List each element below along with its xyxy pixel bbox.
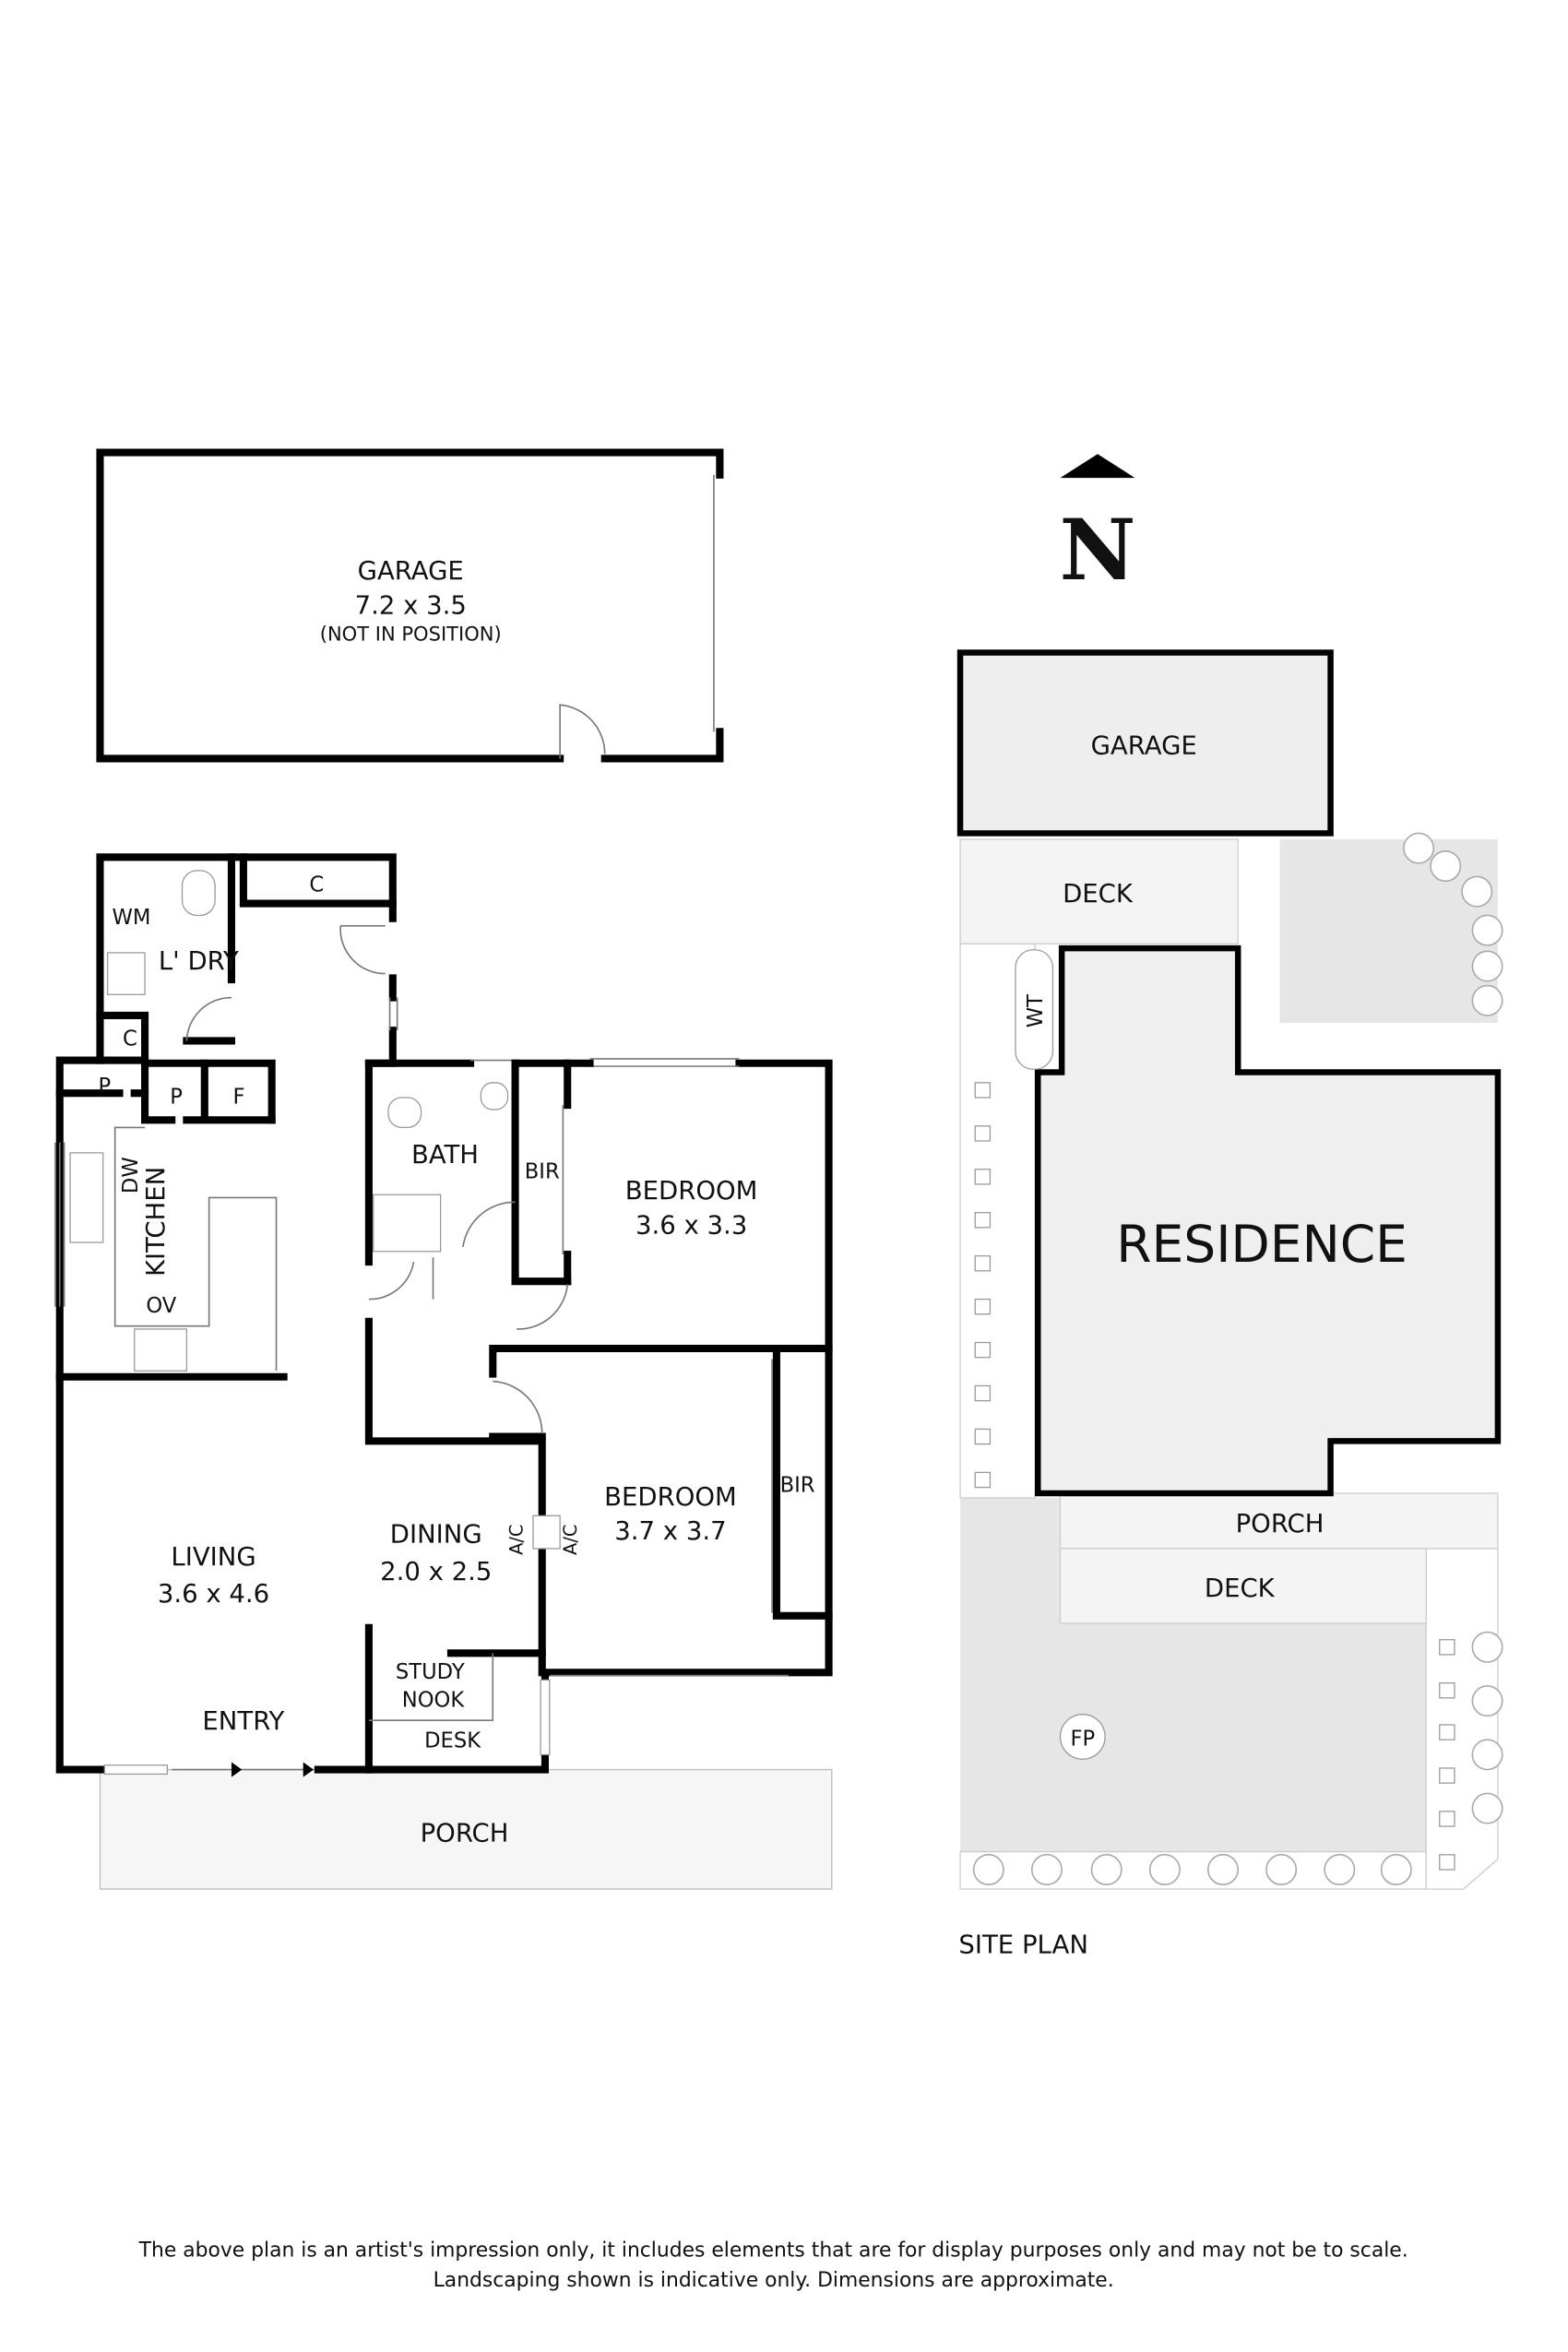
north-label: N <box>1060 502 1136 600</box>
bedroom-1-dims: 3.6 x 3.3 <box>636 1210 747 1240</box>
fridge-label: F <box>233 1085 245 1109</box>
entry-label: ENTRY <box>202 1706 284 1736</box>
bedroom-1-label: BEDROOM <box>625 1176 758 1206</box>
disclaimer-line-1: The above plan is an artist's impression… <box>138 2239 1408 2262</box>
residence-label: RESIDENCE <box>1116 1215 1408 1274</box>
living-label: LIVING <box>171 1542 255 1572</box>
toilet-icon-2 <box>387 1097 422 1129</box>
bedroom-2-dims: 3.7 x 3.7 <box>614 1516 726 1546</box>
cooktop-icon <box>134 1328 188 1372</box>
ac-label-2: A/C <box>560 1525 581 1555</box>
garage-label: GARAGE <box>358 556 464 586</box>
paver-squares <box>974 1082 1455 1871</box>
porch-area <box>99 1768 833 1890</box>
site-deck-bottom <box>1059 1548 1427 1624</box>
desk-label: DESK <box>424 1728 481 1752</box>
residence-outline <box>1035 944 1502 1497</box>
site-porch-label: PORCH <box>1236 1509 1324 1538</box>
site-garage-label: GARAGE <box>1091 731 1197 761</box>
living-dims: 3.6 x 4.6 <box>158 1579 269 1609</box>
disclaimer-line-2: Landscaping shown is indicative only. Di… <box>434 2269 1114 2292</box>
basin-icon <box>480 1082 509 1111</box>
north-arrow-icon: N <box>1060 454 1136 600</box>
shower-icon <box>373 1194 442 1253</box>
garage-plan: GARAGE 7.2 x 3.5 (NOT IN POSITION) <box>96 448 724 763</box>
site-plan-title: SITE PLAN <box>958 1930 1087 1960</box>
bath-label: BATH <box>411 1140 479 1170</box>
bir-label: BIR <box>525 1159 560 1183</box>
pantry-label: P <box>98 1075 111 1099</box>
wm-label: WM <box>112 906 150 930</box>
site-deck-label: DECK <box>1063 879 1134 909</box>
porch-label: PORCH <box>421 1818 509 1847</box>
bir-label-2: BIR <box>780 1473 815 1497</box>
dining-label: DINING <box>390 1519 482 1549</box>
oven-label: OV <box>146 1294 176 1318</box>
garage-dims: 7.2 x 3.5 <box>355 590 467 620</box>
dishwasher-label: DW <box>119 1157 143 1194</box>
lawn-area <box>1279 838 1498 1024</box>
site-plan: GARAGE DECK WT RESIDENCE PORCH DECK FP S… <box>956 649 1503 1960</box>
water-tank-label: WT <box>1024 994 1048 1028</box>
ac-label: A/C <box>506 1525 528 1555</box>
house-plan: WM L' DRY C C P P F DW KITCHEN OV BATH B… <box>54 853 833 1890</box>
fire-pit-label: FP <box>1070 1728 1095 1752</box>
dining-dims: 2.0 x 2.5 <box>380 1557 492 1586</box>
laundry-label: L' DRY <box>159 946 239 976</box>
site-deck-top <box>959 838 1239 944</box>
cupboard-label: C <box>309 873 324 897</box>
pantry-label-2: P <box>170 1085 183 1109</box>
toilet-icon <box>181 870 216 917</box>
tree-icons <box>972 832 1503 1886</box>
nook-label: NOOK <box>402 1689 466 1713</box>
garage-note: (NOT IN POSITION) <box>320 623 502 646</box>
sink-icon <box>69 1152 104 1243</box>
kitchen-label: KITCHEN <box>141 1167 171 1277</box>
study-label: STUDY <box>396 1660 465 1684</box>
site-porch <box>1059 1492 1499 1550</box>
site-deck-label-2: DECK <box>1205 1574 1276 1603</box>
door-swing-icon <box>559 704 606 759</box>
bedroom-2-label: BEDROOM <box>604 1482 737 1512</box>
water-tank-icon <box>1015 949 1054 1070</box>
ac-unit-icon <box>532 1515 561 1550</box>
fire-pit-icon <box>1059 1714 1106 1760</box>
cupboard-label-2: C <box>123 1027 137 1051</box>
site-garage <box>956 649 1334 837</box>
